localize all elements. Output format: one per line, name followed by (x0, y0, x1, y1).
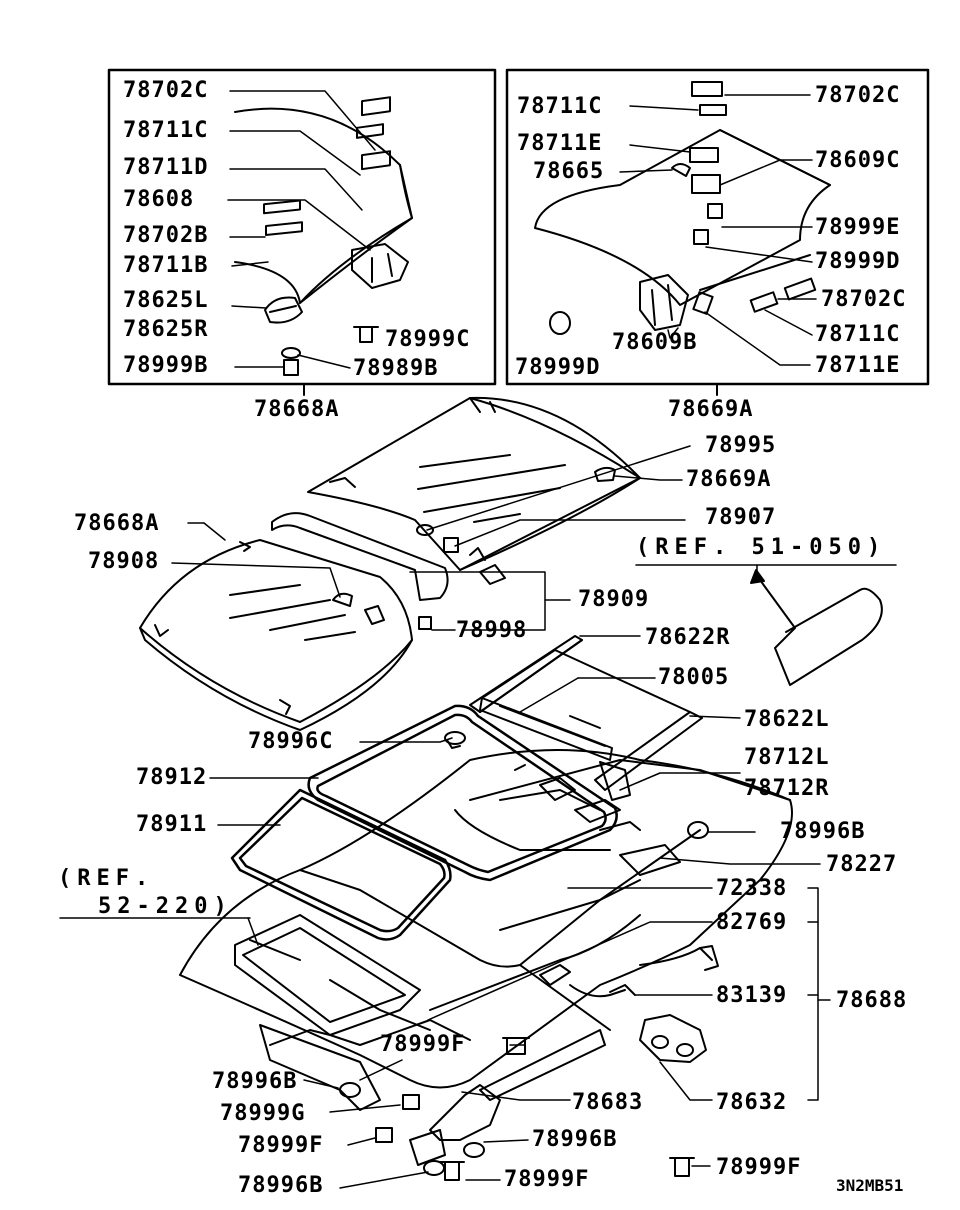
label-78999g: 78999G (220, 1101, 306, 1126)
label-78702c: 78702C (123, 78, 209, 103)
left-inset-box (107, 68, 497, 386)
label-78998: 78998 (456, 618, 528, 643)
label-78711c-top: 78711C (517, 94, 603, 119)
ref-51-050-label: (REF. 51-050) (636, 535, 887, 560)
label-78996c: 78996C (248, 729, 334, 754)
label-78622l: 78622L (744, 707, 830, 732)
roof-body-structure (179, 749, 793, 1089)
main-upper-leaders (171, 445, 897, 631)
label-78227: 78227 (826, 852, 898, 877)
label-78712l: 78712L (744, 745, 830, 770)
left-inset-panel-icon (234, 107, 413, 304)
label-78999e: 78999E (815, 215, 901, 240)
label-78911: 78911 (136, 812, 208, 837)
label-78999f-mid: 78999F (380, 1032, 466, 1057)
label-78999f-right: 78999F (716, 1155, 802, 1180)
label-78711b: 78711B (123, 253, 209, 278)
label-78711e-bottom: 78711E (815, 353, 901, 378)
left-inset-hinge-parts (263, 96, 409, 376)
label-78632: 78632 (716, 1090, 788, 1115)
label-78912: 78912 (136, 765, 208, 790)
right-inset-leaders (619, 94, 817, 366)
label-78669a-caption: 78669A (668, 397, 754, 422)
ref-52-220-label-a: (REF. (58, 866, 155, 891)
label-78909: 78909 (578, 587, 650, 612)
main-lower-leaders (59, 635, 831, 1189)
ref-51-050-part (750, 569, 883, 686)
rear-hardtop-panel (307, 396, 641, 585)
label-82769: 82769 (716, 910, 788, 935)
left-inset-leaders (227, 90, 376, 369)
label-78999f-left: 78999F (238, 1133, 324, 1158)
label-78711d: 78711D (123, 155, 209, 180)
label-78908: 78908 (88, 549, 160, 574)
label-78907: 78907 (705, 505, 777, 530)
label-78622r: 78622R (645, 625, 731, 650)
label-78989b: 78989B (353, 356, 439, 381)
lower-frame (234, 914, 606, 1166)
label-78995: 78995 (705, 433, 777, 458)
label-78996b-left: 78996B (212, 1069, 298, 1094)
ref-52-220-label-b: 52-220) (98, 894, 233, 919)
label-78609b: 78609B (612, 330, 698, 355)
label-78005: 78005 (658, 665, 730, 690)
label-78996b-lowest: 78996B (238, 1173, 324, 1198)
label-78625r: 78625R (123, 317, 209, 342)
label-78609c: 78609C (815, 148, 901, 173)
seal-strip (271, 512, 449, 601)
label-78702c-top: 78702C (815, 83, 901, 108)
label-78702b: 78702B (123, 223, 209, 248)
label-78999d-left: 78999D (515, 355, 601, 380)
label-78702c-bottom: 78702C (821, 287, 907, 312)
fasteners (339, 731, 695, 1181)
label-78625l: 78625L (123, 288, 209, 313)
label-78665: 78665 (533, 159, 605, 184)
label-78712r: 78712R (744, 776, 830, 801)
label-78688: 78688 (836, 988, 908, 1013)
label-78996b-bottom: 78996B (532, 1127, 618, 1152)
label-78999d-right: 78999D (815, 249, 901, 274)
right-inset-hinge-parts (549, 81, 817, 335)
label-78668a: 78668A (74, 511, 160, 536)
label-83139: 83139 (716, 983, 788, 1008)
label-78711e-top: 78711E (517, 131, 603, 156)
label-78999f-bottom: 78999F (504, 1167, 590, 1192)
label-78608: 78608 (123, 187, 195, 212)
harness-parts (539, 821, 719, 1063)
label-78669a: 78669A (686, 467, 772, 492)
front-hardtop-panel (139, 539, 432, 731)
label-72338: 72338 (716, 876, 788, 901)
label-78668a-caption: 78668A (254, 397, 340, 422)
weatherstrip-seals (230, 704, 618, 941)
label-78683: 78683 (572, 1090, 644, 1115)
label-78711c-bottom: 78711C (815, 322, 901, 347)
label-78711c: 78711C (123, 118, 209, 143)
right-inset-panel-icon (534, 129, 831, 306)
label-78999c: 78999C (385, 327, 471, 352)
label-78996b-right: 78996B (780, 819, 866, 844)
roof-rails (469, 635, 703, 801)
diagram-code: 3N2MB51 (836, 1176, 904, 1195)
label-78999b: 78999B (123, 353, 209, 378)
